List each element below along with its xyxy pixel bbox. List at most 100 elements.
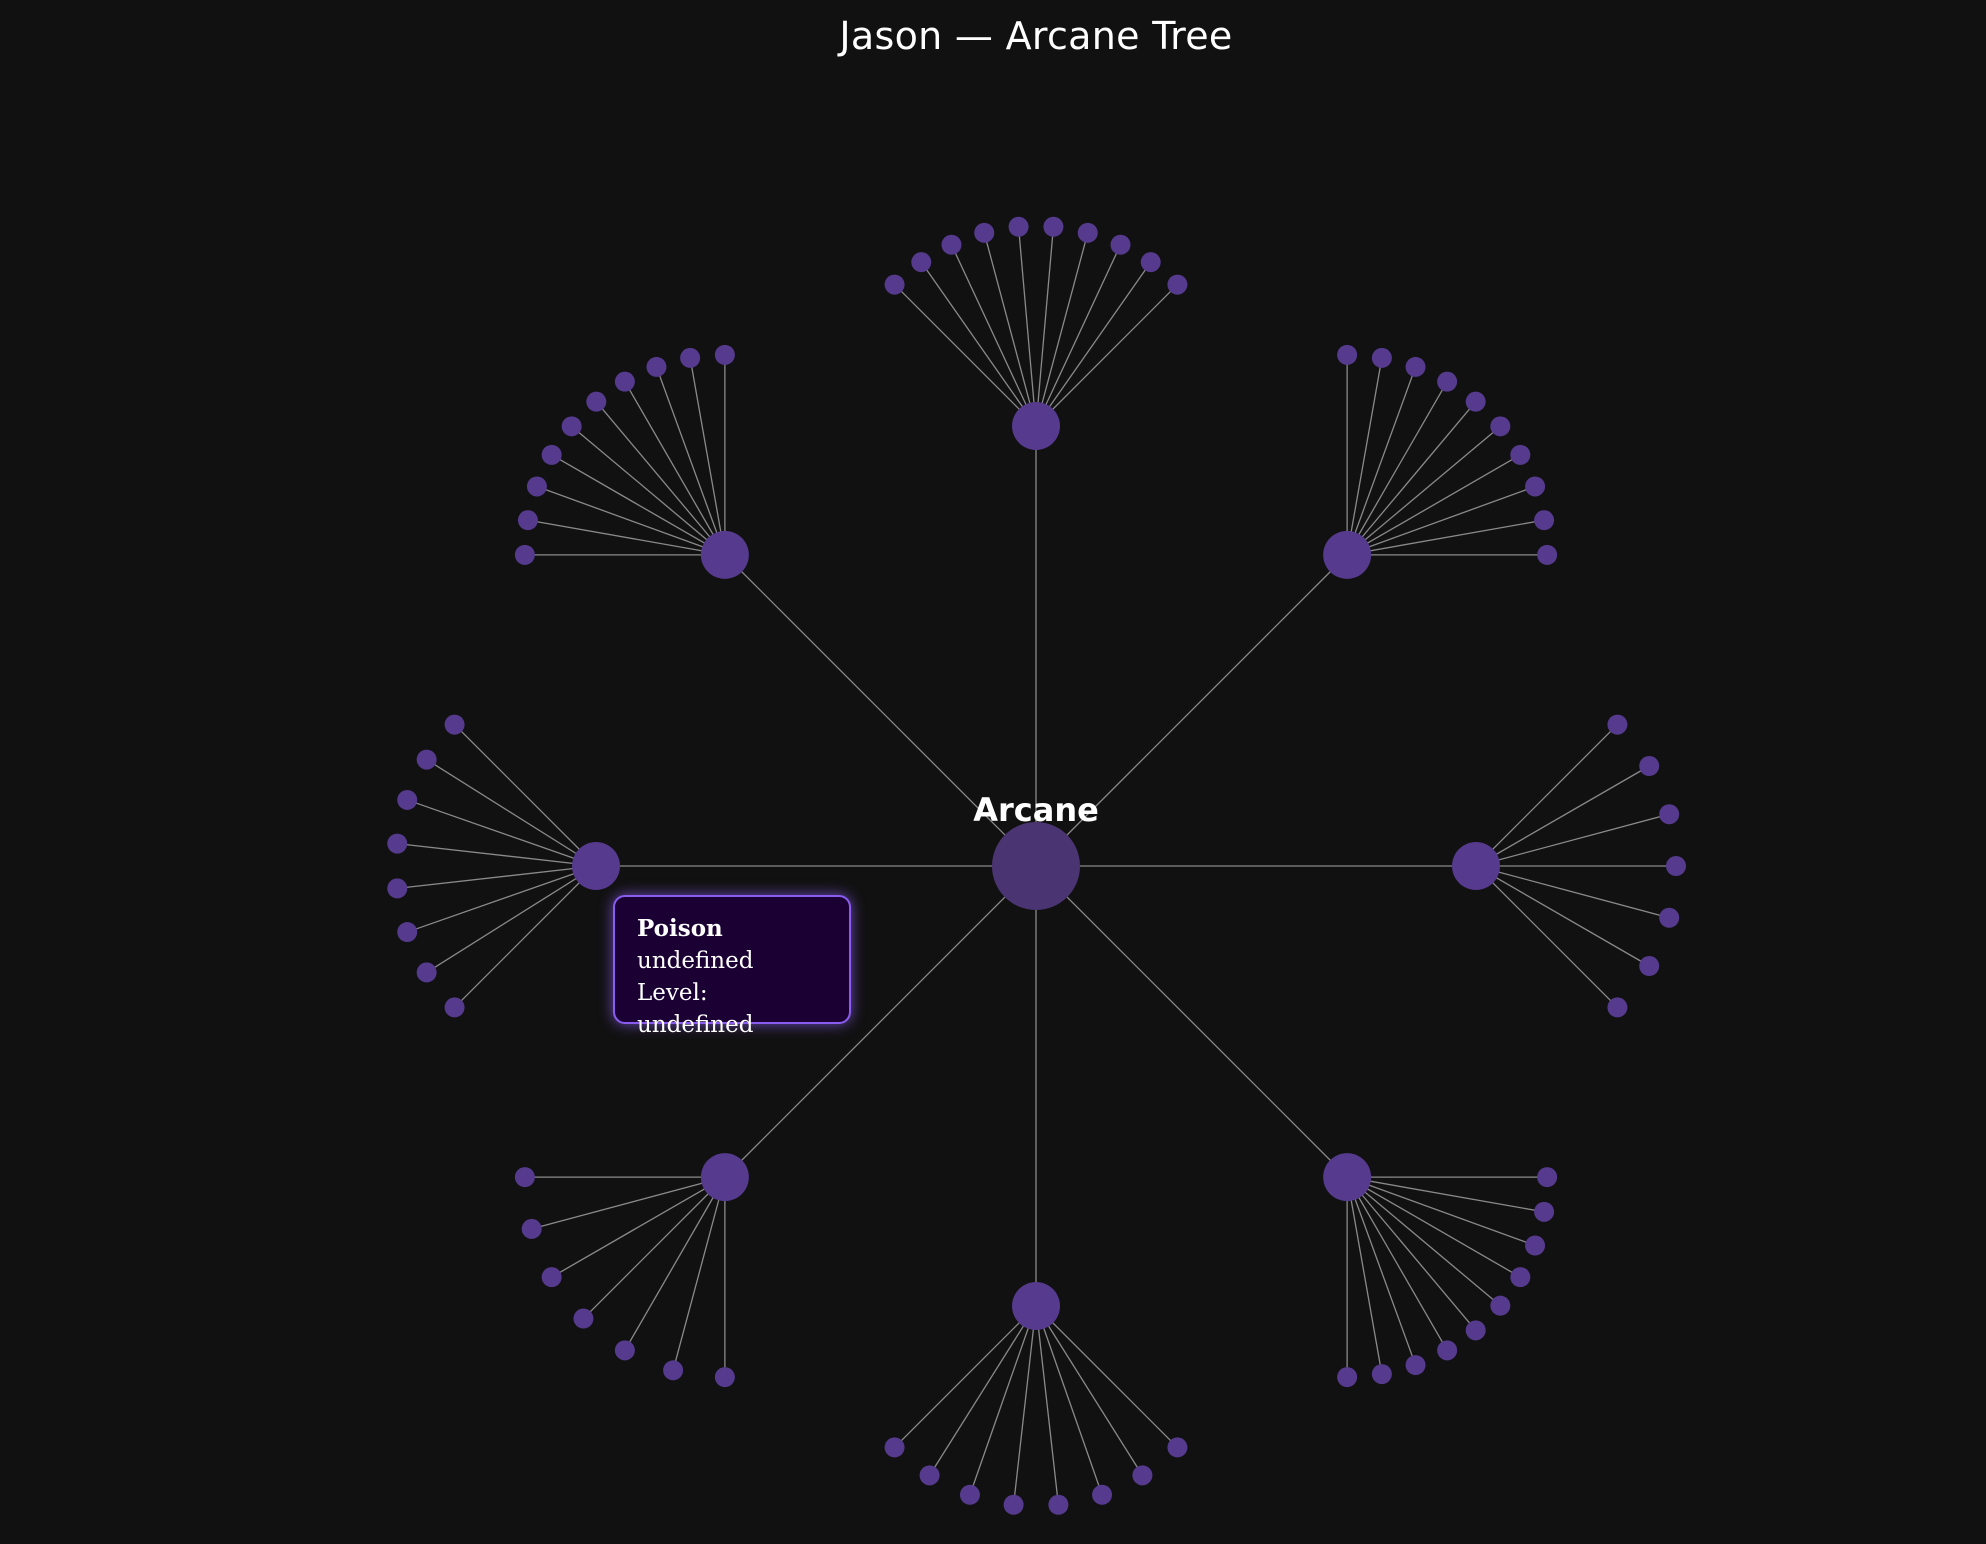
leaf-skill-node[interactable] — [1510, 1267, 1531, 1288]
branch-skill-node[interactable] — [1323, 1153, 1372, 1202]
leaf-skill-node[interactable] — [416, 962, 437, 983]
nodes-layer — [387, 216, 1686, 1515]
leaf-skill-node[interactable] — [526, 476, 547, 497]
leaf-skill-node[interactable] — [614, 371, 635, 392]
leaf-skill-node[interactable] — [919, 1465, 940, 1486]
branch-skill-node[interactable] — [1012, 402, 1060, 450]
branch-skill-node[interactable] — [572, 842, 620, 890]
leaf-skill-node[interactable] — [1465, 1320, 1486, 1341]
leaf-skill-node[interactable] — [1534, 1201, 1555, 1222]
branch-leaf-edge — [1346, 366, 1417, 556]
leaf-skill-node[interactable] — [1167, 274, 1188, 295]
branch-leaf-edge — [1346, 1176, 1501, 1307]
leaf-skill-node[interactable] — [614, 1340, 635, 1361]
leaf-skill-node[interactable] — [1607, 997, 1628, 1018]
leaf-skill-node[interactable] — [444, 714, 465, 735]
leaf-skill-node[interactable] — [397, 922, 418, 943]
branch-leaf-edge — [1035, 284, 1178, 427]
leaf-skill-node[interactable] — [911, 252, 932, 273]
leaf-skill-node[interactable] — [1607, 714, 1628, 735]
leaf-skill-node[interactable] — [959, 1484, 980, 1505]
branch-leaf-edge — [571, 425, 726, 556]
leaf-skill-node[interactable] — [573, 1308, 594, 1329]
branch-leaf-edge — [454, 865, 597, 1008]
branch-skill-node[interactable] — [1323, 530, 1372, 579]
leaf-skill-node[interactable] — [1465, 391, 1486, 412]
leaf-skill-node[interactable] — [514, 544, 535, 565]
edges-layer — [397, 226, 1676, 1505]
leaf-skill-node[interactable] — [1167, 1437, 1188, 1458]
leaf-skill-node[interactable] — [517, 510, 538, 531]
leaf-skill-node[interactable] — [1008, 216, 1029, 237]
branch-leaf-edge — [536, 485, 726, 556]
branch-leaf-edge — [454, 724, 597, 867]
leaf-skill-node[interactable] — [1337, 1367, 1358, 1388]
leaf-skill-node[interactable] — [884, 1437, 905, 1458]
branch-skill-node[interactable] — [700, 1153, 749, 1202]
leaf-skill-node[interactable] — [1659, 907, 1680, 928]
branch-leaf-edge — [1475, 813, 1670, 867]
branch-leaf-edge — [1035, 1305, 1060, 1505]
leaf-skill-node[interactable] — [1110, 234, 1131, 255]
leaf-skill-node[interactable] — [1077, 222, 1098, 243]
branch-leaf-edge — [1017, 226, 1037, 427]
leaf-skill-node[interactable] — [1405, 1355, 1426, 1376]
leaf-skill-node[interactable] — [541, 1267, 562, 1288]
leaf-skill-node[interactable] — [387, 833, 408, 854]
leaf-skill-node[interactable] — [1537, 544, 1558, 565]
branch-skill-node[interactable] — [700, 530, 749, 579]
leaf-skill-node[interactable] — [1371, 347, 1392, 368]
root-branch-edge — [724, 865, 1037, 1178]
leaf-skill-node[interactable] — [416, 749, 437, 770]
leaf-skill-node[interactable] — [514, 1167, 535, 1188]
page-title: Jason — Arcane Tree — [839, 14, 1233, 58]
leaf-skill-node[interactable] — [974, 222, 995, 243]
leaf-skill-node[interactable] — [1437, 371, 1458, 392]
leaf-skill-node[interactable] — [1371, 1364, 1392, 1385]
leaf-skill-node[interactable] — [1537, 1167, 1558, 1188]
leaf-skill-node[interactable] — [1666, 856, 1686, 876]
branch-leaf-edge — [1346, 454, 1521, 556]
root-skill-node[interactable] — [992, 822, 1080, 910]
leaf-skill-node[interactable] — [586, 391, 607, 412]
branch-leaf-edge — [929, 1305, 1037, 1476]
leaf-skill-node[interactable] — [1659, 804, 1680, 825]
leaf-skill-node[interactable] — [680, 347, 701, 368]
leaf-skill-node[interactable] — [884, 274, 905, 295]
leaf-skill-node[interactable] — [1639, 956, 1660, 976]
leaf-skill-node[interactable] — [1048, 1494, 1069, 1515]
leaf-skill-node[interactable] — [1525, 476, 1546, 497]
branch-leaf-edge — [1346, 1176, 1417, 1366]
branch-leaf-edge — [672, 1176, 726, 1371]
leaf-skill-node[interactable] — [1405, 356, 1426, 377]
leaf-skill-node[interactable] — [561, 416, 582, 437]
branch-leaf-edge — [1035, 1305, 1178, 1448]
root-branch-edge — [1035, 865, 1348, 1178]
leaf-skill-node[interactable] — [663, 1360, 684, 1381]
leaf-skill-node[interactable] — [1003, 1494, 1024, 1515]
leaf-skill-node[interactable] — [941, 234, 962, 255]
leaf-skill-node[interactable] — [387, 878, 408, 899]
leaf-skill-node[interactable] — [1525, 1235, 1546, 1256]
leaf-skill-node[interactable] — [521, 1218, 542, 1239]
leaf-skill-node[interactable] — [714, 1367, 735, 1388]
leaf-skill-node[interactable] — [444, 997, 465, 1018]
leaf-skill-node[interactable] — [1510, 444, 1531, 465]
leaf-skill-node[interactable] — [397, 789, 418, 810]
leaf-skill-node[interactable] — [541, 444, 562, 465]
leaf-skill-node[interactable] — [646, 356, 667, 377]
leaf-skill-node[interactable] — [1437, 1340, 1458, 1361]
branch-skill-node[interactable] — [1012, 1282, 1060, 1330]
leaf-skill-node[interactable] — [1490, 416, 1511, 437]
branch-skill-node[interactable] — [1452, 842, 1500, 890]
leaf-skill-node[interactable] — [1534, 510, 1555, 531]
leaf-skill-node[interactable] — [1639, 756, 1660, 776]
leaf-skill-node[interactable] — [1132, 1465, 1153, 1486]
leaf-skill-node[interactable] — [1337, 344, 1358, 365]
leaf-skill-node[interactable] — [714, 344, 735, 365]
leaf-skill-node[interactable] — [1092, 1484, 1113, 1505]
leaf-skill-node[interactable] — [1490, 1295, 1511, 1316]
leaf-skill-node[interactable] — [1140, 252, 1161, 273]
leaf-skill-node[interactable] — [1043, 216, 1064, 237]
